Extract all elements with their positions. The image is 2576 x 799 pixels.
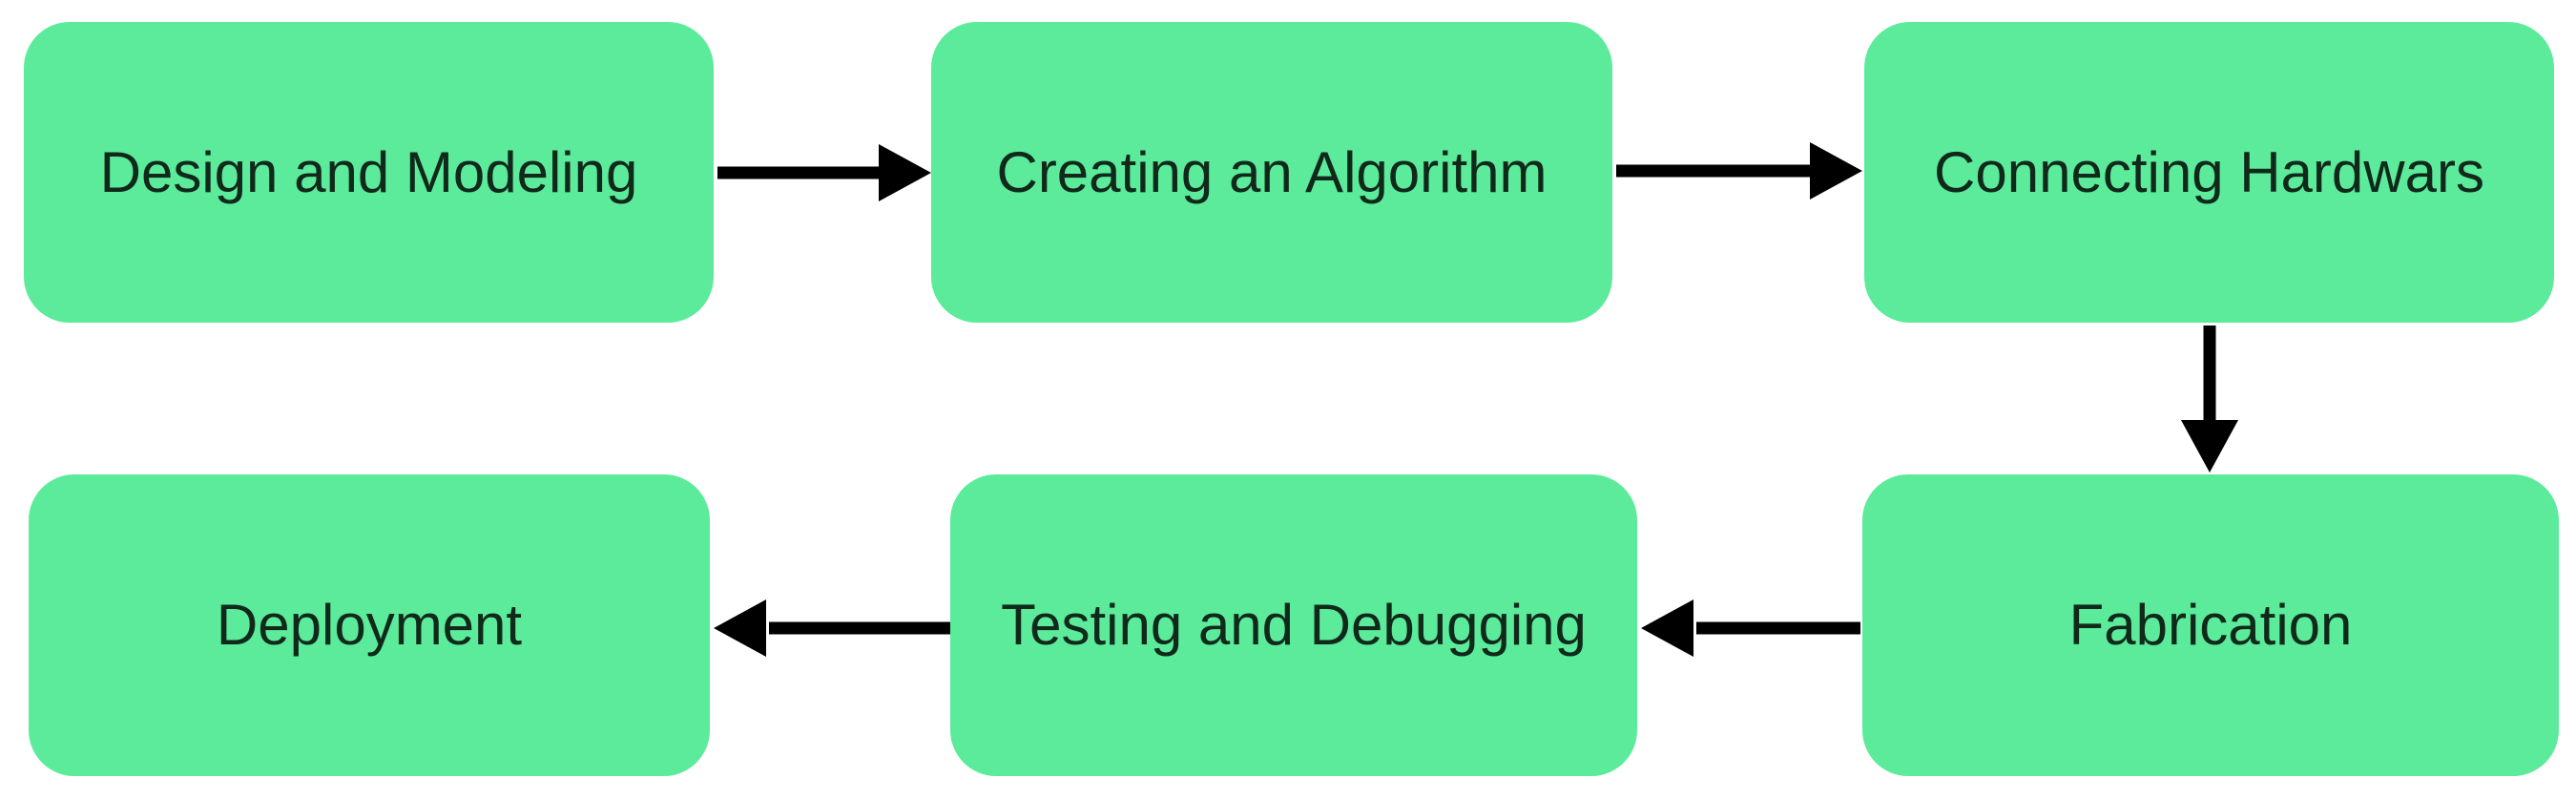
node-deployment-label: Deployment bbox=[216, 593, 523, 657]
arrow-testing-to-deployment bbox=[714, 599, 952, 657]
arrow-hardware-to-fabrication bbox=[2181, 326, 2238, 473]
node-fabrication: Fabrication bbox=[1862, 474, 2559, 776]
node-design-and-modeling: Design and Modeling bbox=[24, 22, 714, 323]
node-connecting-hardwars: Connecting Hardwars bbox=[1864, 22, 2554, 323]
node-testing-and-debugging-label: Testing and Debugging bbox=[1001, 593, 1587, 657]
node-deployment: Deployment bbox=[29, 474, 710, 776]
node-design-and-modeling-label: Design and Modeling bbox=[99, 139, 638, 204]
node-testing-and-debugging: Testing and Debugging bbox=[950, 474, 1637, 776]
node-connecting-hardwars-label: Connecting Hardwars bbox=[1934, 139, 2484, 204]
arrow-design-to-algorithm bbox=[717, 144, 931, 201]
node-creating-an-algorithm: Creating an Algorithm bbox=[931, 22, 1612, 323]
node-fabrication-label: Fabrication bbox=[2068, 593, 2353, 657]
node-creating-an-algorithm-label: Creating an Algorithm bbox=[996, 139, 1548, 204]
arrow-fabrication-to-testing bbox=[1641, 599, 1860, 657]
arrow-algorithm-to-hardware bbox=[1616, 142, 1862, 200]
